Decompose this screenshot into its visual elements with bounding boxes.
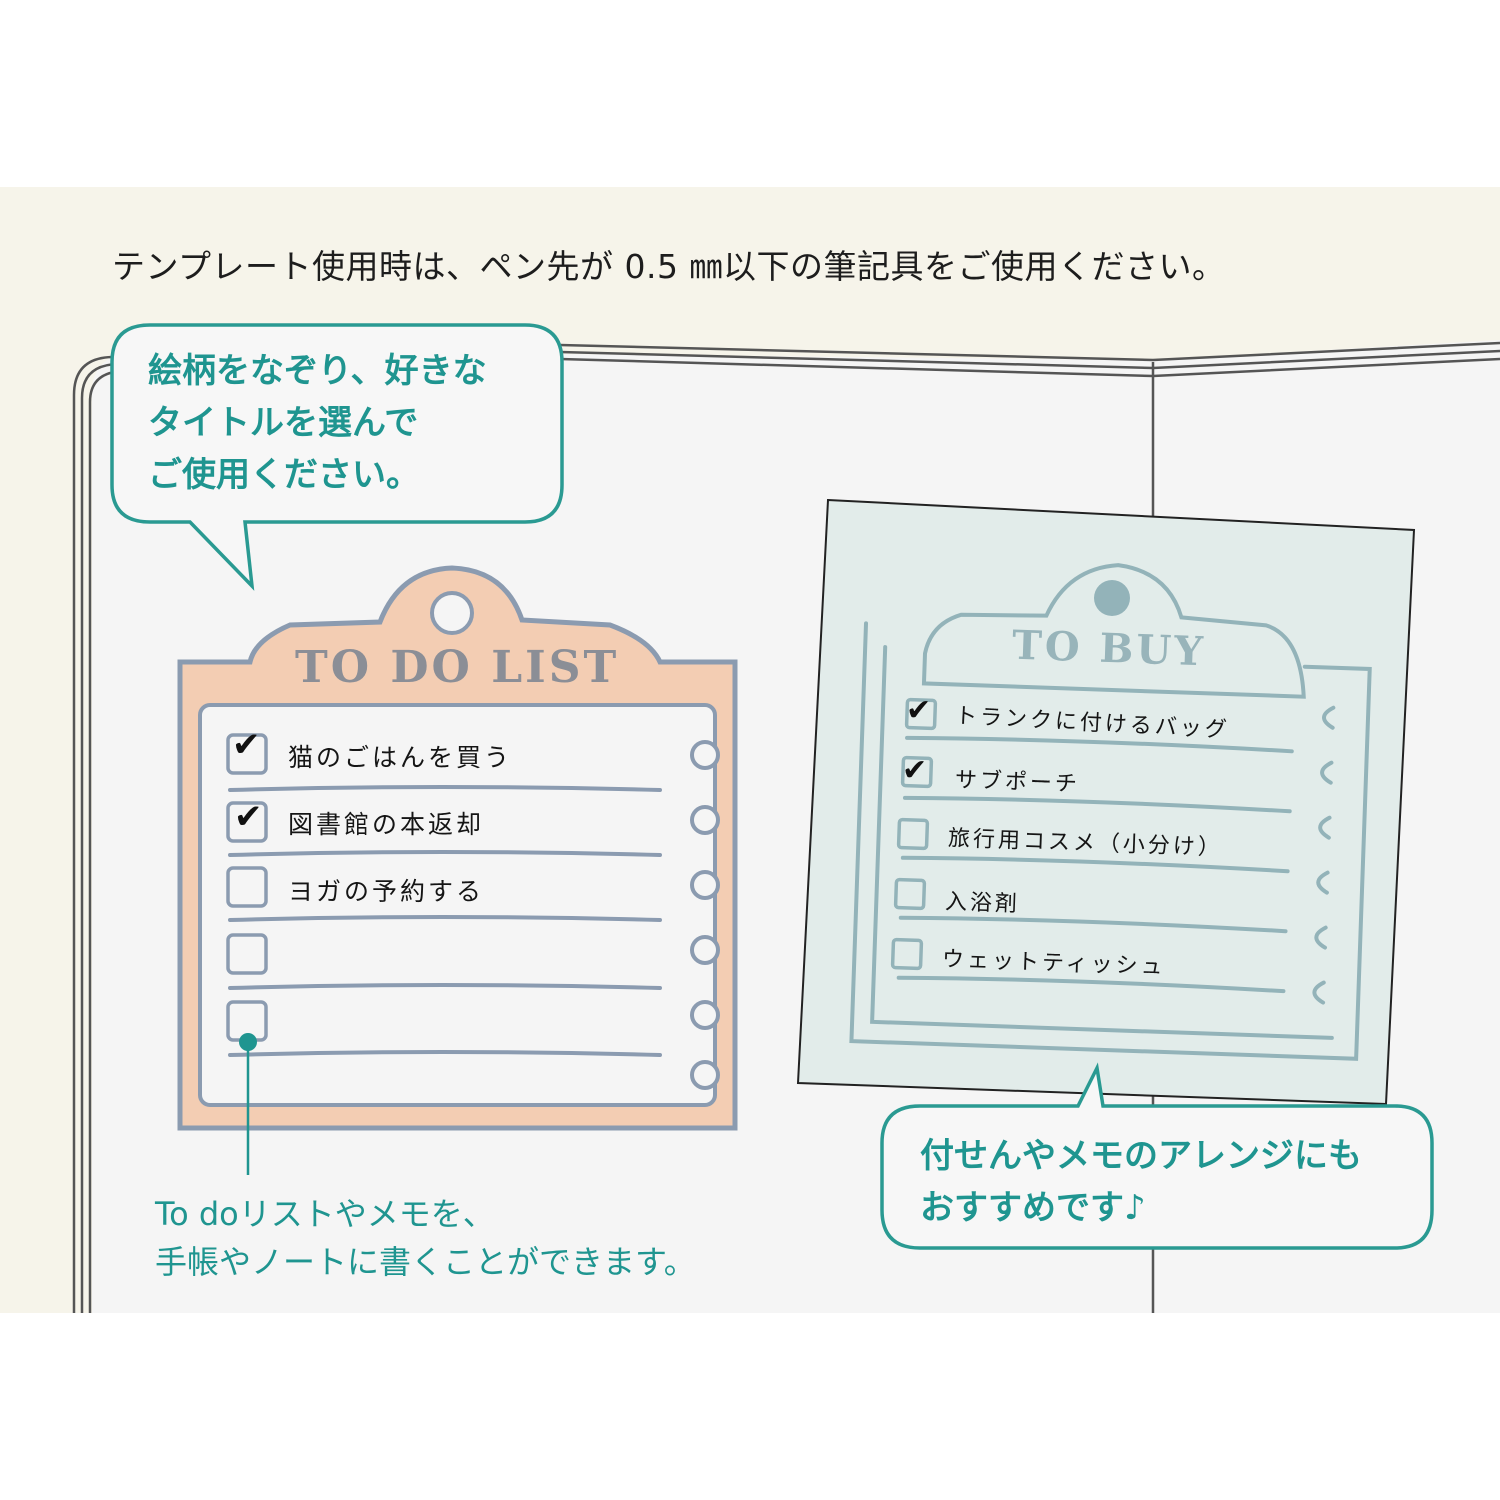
todo-list-title: TO DO LIST xyxy=(295,642,620,693)
check-icon: ✔ xyxy=(906,693,932,728)
speech-bubble-right xyxy=(880,1062,1434,1250)
tobuy-item: 入浴剤 xyxy=(944,889,1021,918)
todo-item: 猫のごはんを買う xyxy=(288,743,513,772)
caption-line: 手帳やノートに書くことができます。 xyxy=(155,1243,696,1281)
check-icon: ✔ xyxy=(232,725,261,765)
bubble-left-text: 絵柄をなぞり、好きな タイトルを選んで ご使用ください。 xyxy=(148,345,487,501)
speech-bubble-left xyxy=(110,323,564,591)
bubble-right-text: 付せんやメモのアレンジにも おすすめです♪ xyxy=(920,1130,1362,1234)
bubble-left-line: 絵柄をなぞり、好きな xyxy=(148,351,487,391)
check-icon: ✔ xyxy=(902,753,928,788)
bubble-left-line: ご使用ください。 xyxy=(148,455,420,495)
todo-clipboard xyxy=(177,565,738,1175)
bubble-right-line: 付せんやメモのアレンジにも xyxy=(920,1136,1362,1176)
bubble-left-line: タイトルを選んで xyxy=(148,403,419,443)
usage-notice: テンプレート使用時は、ペン先が 0.5 ㎜以下の筆記具をご使用ください。 xyxy=(112,247,1226,286)
todo-item: ヨガの予約する xyxy=(288,877,485,906)
caption-line: To doリストやメモを、 xyxy=(155,1195,495,1233)
check-icon: ✔ xyxy=(234,797,263,837)
tobuy-sticky-note xyxy=(796,498,1416,1106)
caption-text: To doリストやメモを、 手帳やノートに書くことができます。 xyxy=(155,1190,696,1286)
bubble-right-line: おすすめです♪ xyxy=(920,1188,1146,1228)
tobuy-item: サブポーチ xyxy=(954,767,1081,798)
todo-item: 図書館の本返却 xyxy=(288,810,485,839)
tobuy-title: TO BUY xyxy=(1011,621,1207,676)
